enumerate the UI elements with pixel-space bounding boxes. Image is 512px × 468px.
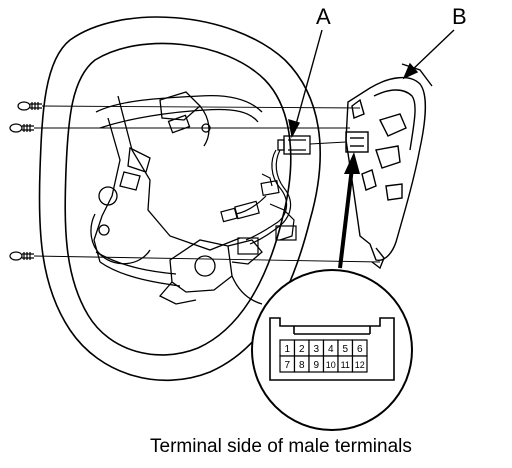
- steering-wheel-rim: [38, 16, 321, 382]
- connector-pin-label: 12: [355, 360, 365, 370]
- connector-pin-label: 7: [284, 360, 290, 371]
- callout-a-arrow: [288, 29, 323, 139]
- callout-b-label: B: [452, 4, 467, 29]
- connector-pin-label: 2: [299, 344, 305, 355]
- screw-2-icon: [9, 123, 34, 133]
- connector-pin-6: 6: [351, 339, 368, 357]
- connector-pin-11: 11: [337, 355, 354, 373]
- figure-caption: Terminal side of male terminals: [150, 436, 412, 457]
- screw-1-icon: [17, 101, 42, 111]
- screw-3-icon: [9, 251, 34, 261]
- steering-switch-b: [345, 63, 433, 270]
- callout-b-arrow: [402, 29, 455, 80]
- connector-pin-5: 5: [337, 339, 354, 357]
- connector-face: [269, 317, 395, 381]
- callout-a-label: A: [316, 4, 331, 29]
- connector-pin-label: 8: [299, 360, 305, 371]
- connector-pin-label: 6: [357, 344, 363, 355]
- connector-pin-7: 7: [279, 355, 296, 373]
- connector-pin-10: 10: [322, 355, 339, 373]
- connector-pin-4: 4: [322, 339, 339, 357]
- connector-pin-3: 3: [308, 339, 325, 357]
- screw-leader-lines: [33, 105, 381, 263]
- detail-leader-arrow: [338, 152, 360, 269]
- connector-pin-label: 3: [313, 344, 319, 355]
- steering-wheel-hub: [90, 91, 263, 305]
- connector-pin-2: 2: [293, 339, 310, 357]
- connector-pin-9: 9: [308, 355, 325, 373]
- connector-pin-12: 12: [351, 355, 368, 373]
- connector-pin-label: 1: [284, 344, 290, 355]
- connector-a: [277, 135, 311, 155]
- wiring-harness: [220, 149, 297, 255]
- connector-pin-8: 8: [293, 355, 310, 373]
- connector-pin-label: 9: [313, 360, 319, 371]
- connector-pin-label: 5: [342, 344, 348, 355]
- connector-pin-label: 4: [328, 344, 334, 355]
- connector-pin-label: 11: [341, 360, 350, 370]
- connector-pin-1: 1: [279, 339, 296, 357]
- connector-pin-label: 10: [326, 360, 336, 370]
